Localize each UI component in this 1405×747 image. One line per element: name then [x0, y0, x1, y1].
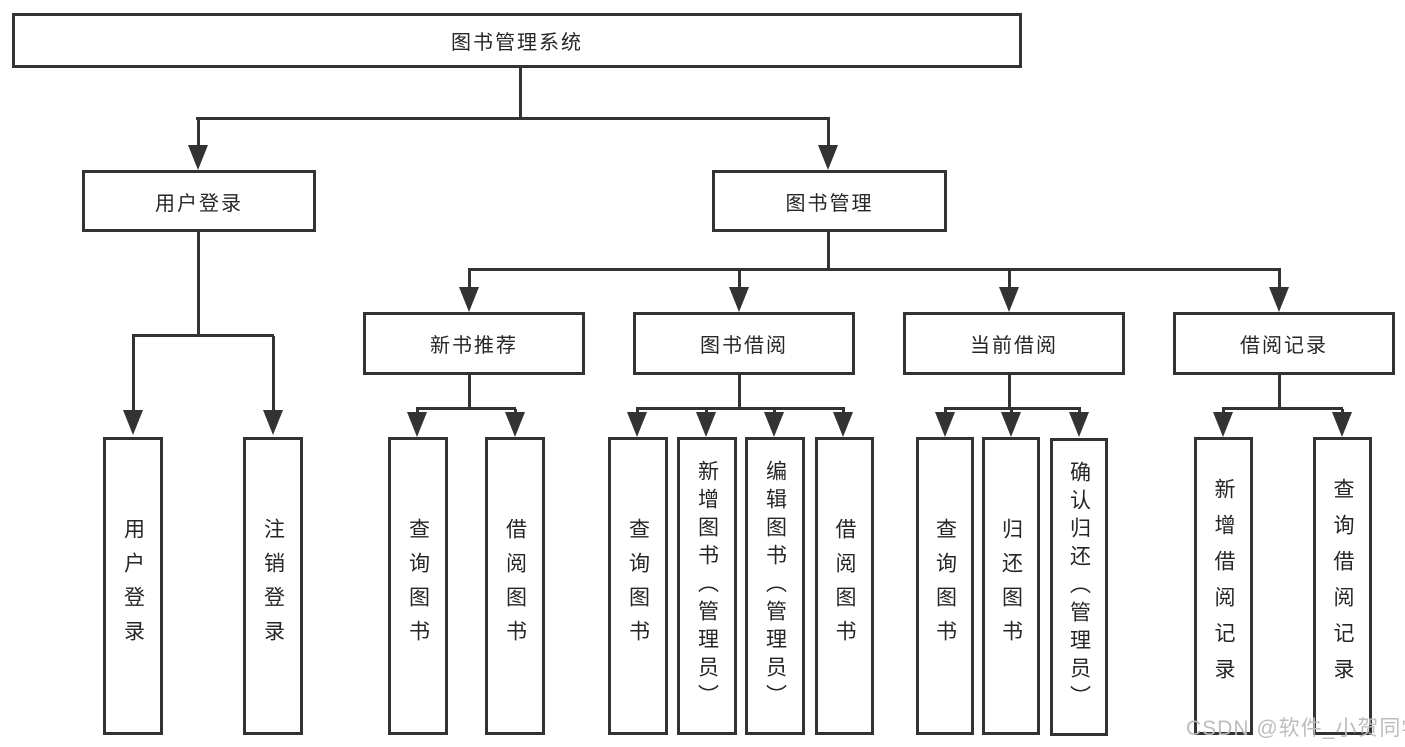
connector-user-login-rail	[132, 334, 274, 337]
arrow-down-icon	[1001, 412, 1021, 437]
node-label: 图书管理系统	[451, 32, 583, 54]
leaf-newbooks-borrow-books: 借阅图书	[485, 437, 545, 735]
arrow-down-icon	[1269, 287, 1289, 312]
leaf-current-confirm-return-admin: 确认归还（管理员）	[1050, 438, 1108, 736]
leaf-label: 用户登录	[121, 518, 145, 654]
connector-stem-leaf-user-login	[132, 336, 135, 410]
connector-stem-book-borrow	[738, 270, 741, 288]
arrow-down-icon	[188, 145, 208, 170]
arrow-down-icon	[627, 412, 647, 437]
node-label: 借阅记录	[1240, 335, 1328, 357]
node-user-login: 用户登录	[82, 170, 316, 232]
arrow-down-icon	[833, 412, 853, 437]
leaf-borrow-query-books: 查询图书	[608, 437, 668, 735]
leaf-label: 借阅图书	[833, 518, 856, 654]
node-new-book-recommend: 新书推荐	[363, 312, 585, 375]
node-label: 图书借阅	[700, 335, 788, 357]
node-book-management: 图书管理	[712, 170, 947, 232]
connector-borrow-records-trunk	[1278, 373, 1281, 409]
arrow-down-icon	[999, 287, 1019, 312]
leaf-label: 查询图书	[626, 518, 650, 654]
leaf-label: 注销登录	[261, 518, 285, 654]
leaf-label: 新增借阅记录	[1212, 478, 1235, 694]
leaf-borrow-edit-books-admin: 编辑图书（管理员）	[745, 437, 805, 735]
node-label: 当前借阅	[970, 335, 1058, 357]
leaf-records-add-record: 新增借阅记录	[1194, 437, 1253, 735]
connector-book-mgmt-trunk	[827, 230, 830, 270]
leaf-current-return-books: 归还图书	[982, 437, 1040, 735]
arrow-down-icon	[123, 410, 143, 435]
leaf-label: 查询图书	[933, 518, 957, 654]
connector-stem-book-mgmt	[827, 118, 830, 147]
connector-user-login-trunk	[197, 230, 200, 336]
connector-book-borrow-trunk	[738, 373, 741, 409]
leaf-label: 归还图书	[999, 518, 1023, 654]
connector-new-books-trunk	[468, 373, 471, 409]
arrow-down-icon	[407, 412, 427, 437]
leaf-borrow-add-books-admin: 新增图书（管理员）	[677, 437, 737, 735]
connector-level2-rail	[196, 117, 830, 120]
connector-stem-user-login	[197, 118, 200, 147]
leaf-logout: 注销登录	[243, 437, 303, 735]
arrow-down-icon	[1213, 412, 1233, 437]
node-borrowing-records: 借阅记录	[1173, 312, 1395, 375]
connector-new-books-rail	[416, 407, 516, 410]
node-label: 用户登录	[155, 192, 243, 215]
node-current-borrowing: 当前借阅	[903, 312, 1125, 375]
leaf-newbooks-query-books: 查询图书	[388, 437, 448, 735]
arrow-down-icon	[764, 412, 784, 437]
leaf-label: 查询借阅记录	[1331, 478, 1354, 694]
leaf-label: 编辑图书（管理员）	[763, 460, 787, 712]
connector-stem-new-books	[468, 270, 471, 288]
connector-stem-current-borrow	[1008, 270, 1011, 288]
leaf-current-query-books: 查询图书	[916, 437, 974, 735]
connector-book-borrow-rail	[636, 407, 845, 410]
node-label: 图书管理	[785, 192, 874, 215]
connector-current-borrow-trunk	[1008, 373, 1011, 409]
arrow-down-icon	[1069, 412, 1089, 437]
leaf-user-login: 用户登录	[103, 437, 163, 735]
leaf-label: 查询图书	[406, 518, 430, 654]
arrow-down-icon	[459, 287, 479, 312]
arrow-down-icon	[818, 145, 838, 170]
connector-root-trunk	[519, 66, 522, 118]
connector-current-borrow-rail	[944, 407, 1081, 410]
arrow-down-icon	[729, 287, 749, 312]
node-root-library-system: 图书管理系统	[12, 13, 1022, 68]
connector-stem-leaf-logout	[272, 336, 275, 410]
leaf-borrow-borrow-books: 借阅图书	[815, 437, 874, 735]
connector-level3-rail	[468, 268, 1281, 271]
csdn-watermark: CSDN @软件_小贺同学	[1186, 717, 1405, 740]
connector-borrow-records-rail	[1222, 407, 1343, 410]
leaf-label: 新增图书（管理员）	[695, 460, 719, 712]
arrow-down-icon	[935, 412, 955, 437]
node-label: 新书推荐	[430, 335, 518, 357]
leaf-label: 借阅图书	[503, 518, 527, 654]
leaf-label: 确认归还（管理员）	[1067, 461, 1091, 713]
connector-stem-borrow-records	[1278, 270, 1281, 288]
arrow-down-icon	[696, 412, 716, 437]
node-book-borrowing: 图书借阅	[633, 312, 855, 375]
arrow-down-icon	[263, 410, 283, 435]
leaf-records-query-record: 查询借阅记录	[1313, 437, 1372, 735]
arrow-down-icon	[1332, 412, 1352, 437]
arrow-down-icon	[505, 412, 525, 437]
